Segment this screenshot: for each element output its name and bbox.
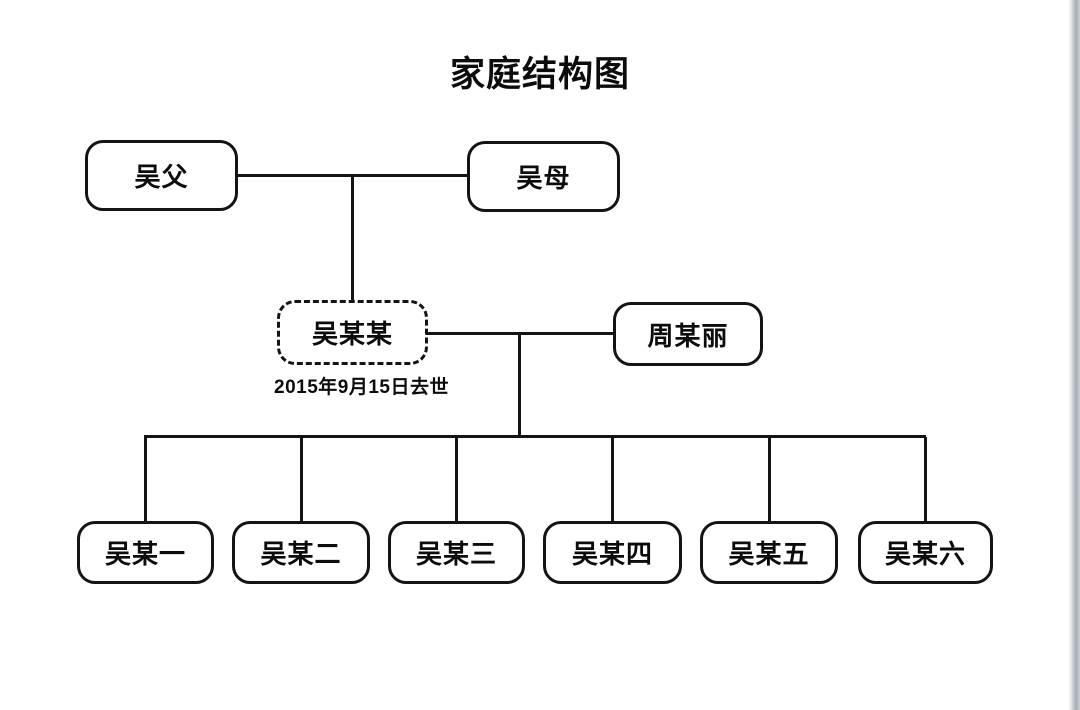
node-zhou-mouli-label: 周某丽 (647, 320, 729, 351)
node-child-wu-mou-wu: 吴某五 (700, 521, 838, 584)
node-child-wu-mou-er: 吴某二 (232, 521, 370, 584)
page-edge-shadow (1068, 0, 1080, 710)
connector-grandparents-to-son-line (351, 175, 354, 301)
connector-child-1-drop (144, 437, 147, 522)
node-child-wu-mou-yi: 吴某一 (77, 521, 214, 584)
node-wu-mother-label: 吴母 (516, 163, 571, 193)
node-child-2-label: 吴某二 (260, 539, 342, 569)
connector-child-5-drop (768, 437, 771, 522)
connector-children-bus-line (144, 435, 926, 438)
node-child-1-label: 吴某一 (104, 539, 186, 569)
node-wu-father: 吴父 (85, 140, 238, 211)
node-child-wu-mou-si: 吴某四 (543, 521, 682, 584)
page-title: 家庭结构图 (449, 55, 630, 94)
node-child-4-label: 吴某四 (571, 539, 653, 569)
connector-child-4-drop (611, 437, 614, 522)
connector-child-2-drop (300, 437, 303, 522)
node-child-wu-mou-san: 吴某三 (388, 521, 525, 584)
node-child-wu-mou-liu: 吴某六 (858, 521, 993, 584)
connector-couple-marriage-line (426, 332, 615, 335)
node-wu-moumou-deceased: 吴某某 (277, 300, 428, 365)
connector-child-3-drop (455, 437, 458, 522)
node-child-6-label: 吴某六 (884, 539, 966, 569)
node-zhou-mouli: 周某丽 (613, 302, 763, 366)
deceased-date-note: 2015年9月15日去世 (274, 377, 449, 398)
node-wu-mother: 吴母 (467, 141, 620, 212)
node-wu-moumou-label: 吴某某 (311, 319, 393, 349)
connector-couple-to-children-line (518, 334, 521, 438)
node-child-3-label: 吴某三 (415, 539, 497, 569)
node-child-5-label: 吴某五 (728, 539, 810, 569)
node-wu-father-label: 吴父 (134, 162, 189, 192)
connector-child-6-drop (924, 437, 927, 522)
